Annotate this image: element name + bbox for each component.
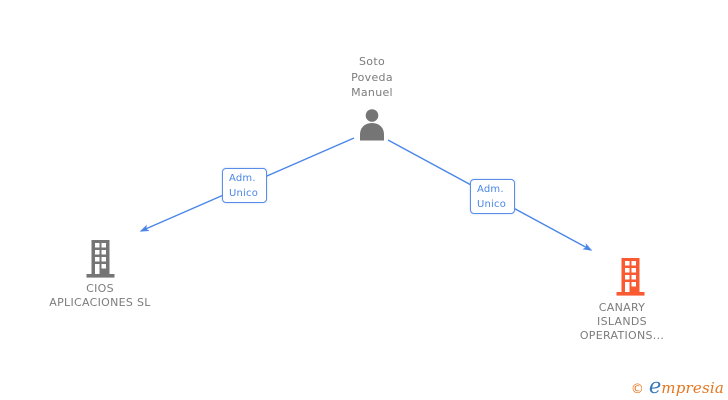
company-node-canary-islands-operations[interactable]: CANARY ISLANDS OPERATIONS...	[549, 258, 695, 346]
edge-label-line: Unico	[229, 188, 259, 199]
company-name-line: ISLANDS	[597, 315, 647, 328]
person-node[interactable]: Soto Poveda Manuel	[318, 52, 426, 144]
edge-label-adm-unico-left: Adm. Unico	[222, 168, 267, 203]
building-icon	[616, 258, 645, 296]
brand-initial: e	[648, 374, 662, 398]
company-name-line: APLICACIONES SL	[49, 296, 151, 309]
edge-label-line: Adm.	[477, 184, 504, 195]
copyright-icon: ©	[630, 382, 644, 397]
empresia-logo[interactable]: © e mpresia	[630, 374, 724, 398]
company-node-cios[interactable]: CIOS APLICACIONES SL	[18, 238, 182, 310]
person-name: Soto Poveda Manuel	[318, 54, 426, 101]
brand-rest: mpresia	[661, 379, 724, 397]
person-name-line: Poveda	[351, 70, 393, 84]
person-icon	[360, 109, 384, 141]
company-name-line: OPERATIONS...	[579, 329, 665, 342]
person-name-line: Manuel	[351, 86, 393, 99]
edge-label-line: Adm.	[229, 173, 256, 184]
company-name-line: CIOS	[86, 282, 114, 295]
building-icon	[86, 240, 115, 278]
company-name-line: CANARY	[598, 301, 646, 314]
edge-label-adm-unico-right: Adm. Unico	[470, 179, 515, 214]
edge-label-line: Unico	[477, 199, 507, 210]
company-name: CIOS APLICACIONES SL	[18, 282, 182, 310]
person-name-line: Soto	[359, 55, 385, 68]
company-name: CANARY ISLANDS OPERATIONS...	[549, 301, 695, 343]
